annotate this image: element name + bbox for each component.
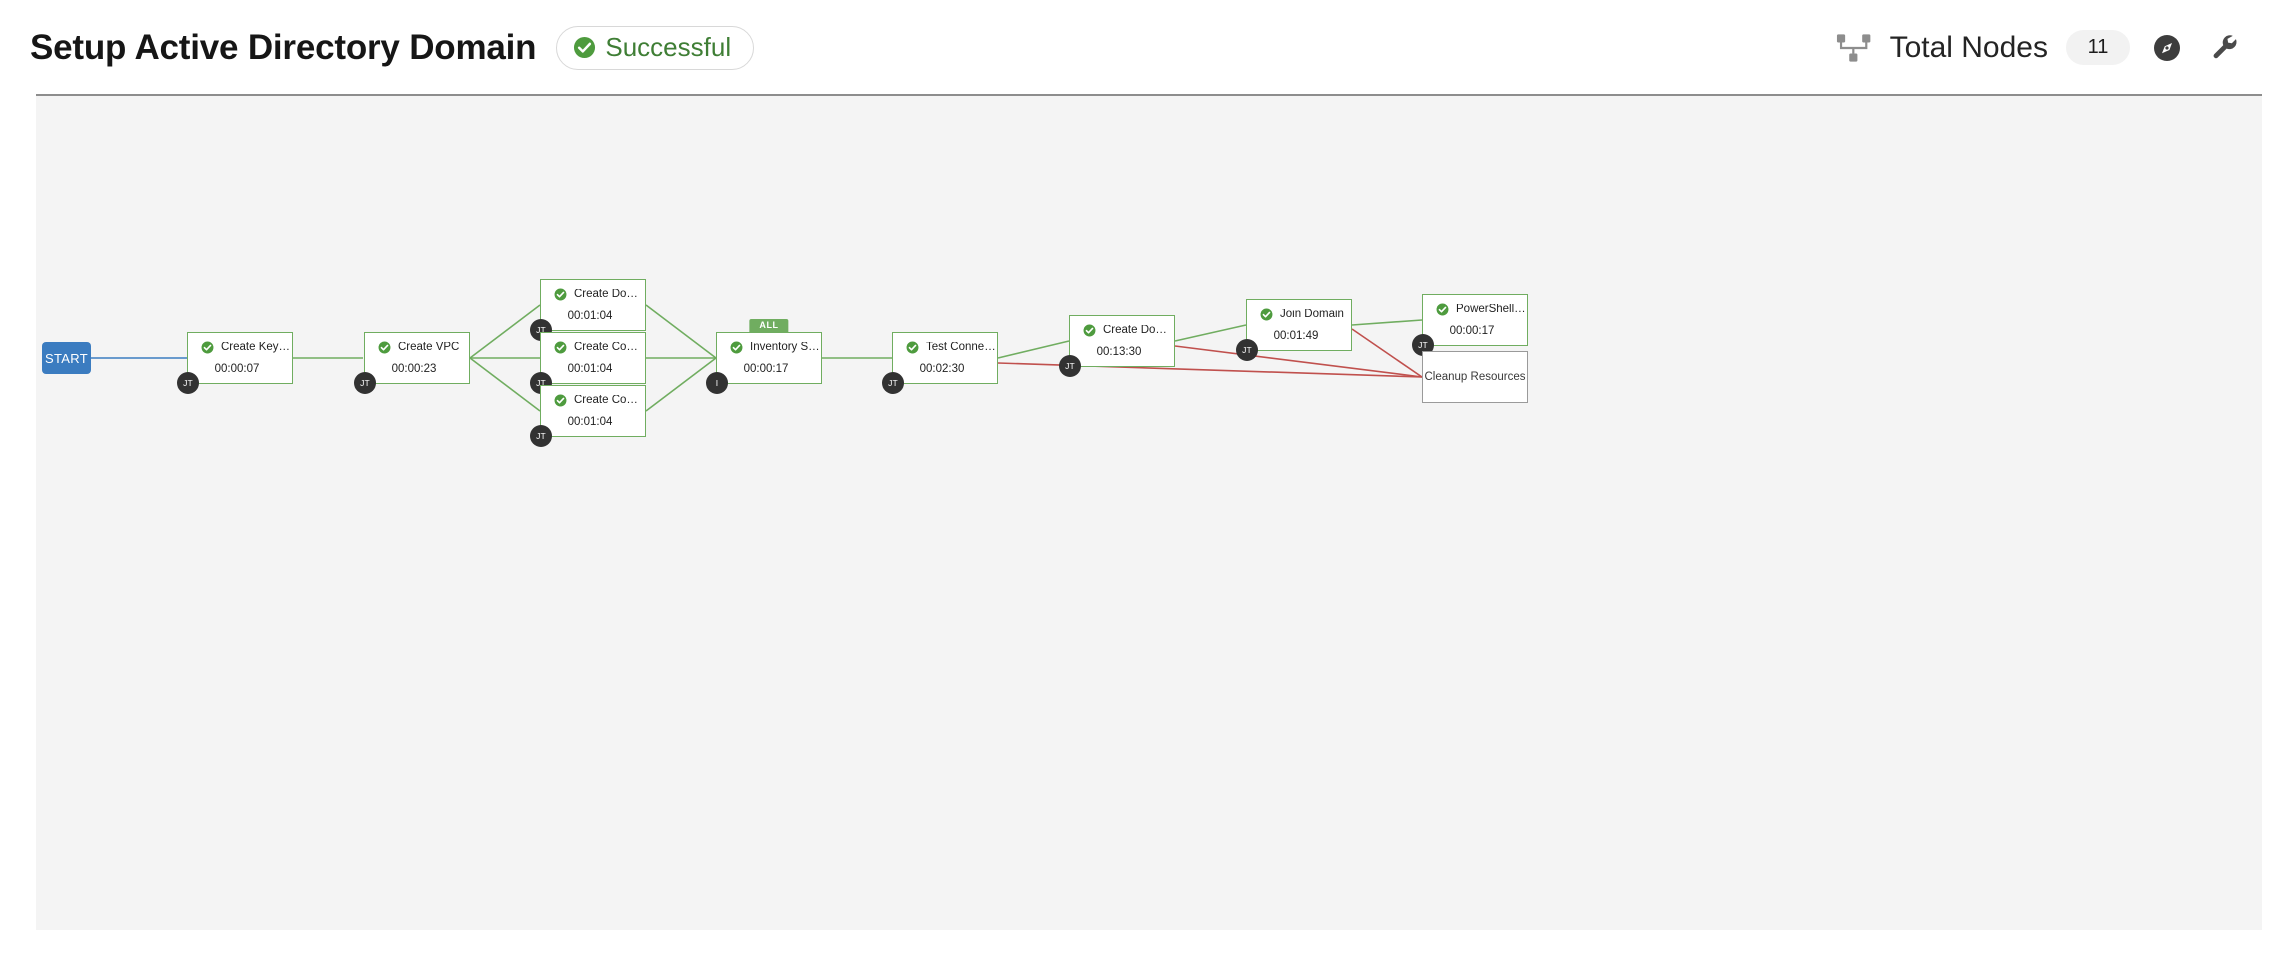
node-header: Create Keypair bbox=[188, 341, 292, 354]
node-header: Test Connectivity bbox=[893, 341, 997, 354]
check-circle-icon bbox=[906, 341, 919, 354]
node-title: Test Connectivity bbox=[926, 341, 997, 353]
node-title: Create Computer (1) bbox=[574, 341, 645, 353]
node-elapsed: 00:02:30 bbox=[919, 363, 965, 375]
wrench-icon bbox=[2213, 34, 2237, 58]
workflow-node-cleanup-resources[interactable]: Cleanup Resources bbox=[1422, 351, 1528, 403]
edge-join-domain-to-powershell-validation bbox=[1351, 319, 1423, 326]
workflow-node-create-vpc[interactable]: Create VPC 00:00:23 JT bbox=[354, 332, 470, 394]
workflow-canvas[interactable]: START Create Keypair 00:00:07 JT Create … bbox=[36, 96, 2262, 930]
check-circle-icon bbox=[730, 341, 743, 354]
compass-icon bbox=[2154, 34, 2180, 61]
node-avatar[interactable]: I bbox=[706, 372, 728, 394]
check-circle-icon bbox=[1083, 324, 1096, 337]
workflow-node-create-keypair[interactable]: Create Keypair 00:00:07 JT bbox=[177, 332, 293, 394]
node-header: Create Domain Contr... bbox=[541, 288, 645, 301]
node-elapsed: 00:00:07 bbox=[214, 363, 260, 375]
node-avatar[interactable]: JT bbox=[177, 372, 199, 394]
edge-create-domain-to-join-domain bbox=[1174, 324, 1247, 342]
edge-domain-controller-to-inventory-sync bbox=[645, 304, 717, 359]
node-avatar[interactable]: JT bbox=[1059, 355, 1081, 377]
node-title: PowerShell Validation bbox=[1456, 303, 1527, 315]
header-right-group: Total Nodes 11 bbox=[1836, 29, 2262, 67]
node-title: Create VPC bbox=[398, 341, 460, 353]
total-nodes-label: Total Nodes bbox=[1889, 30, 2048, 64]
node-avatar[interactable]: JT bbox=[882, 372, 904, 394]
header-left-group: Setup Active Directory Domain Successful bbox=[30, 25, 755, 70]
check-circle-icon bbox=[201, 341, 214, 354]
check-circle-icon bbox=[378, 341, 391, 354]
node-elapsed: 00:01:04 bbox=[567, 310, 613, 322]
node-header: Create Domain bbox=[1070, 324, 1174, 337]
node-elapsed: 00:00:23 bbox=[391, 363, 437, 375]
status-badge: Successful bbox=[556, 25, 755, 70]
node-header: Create Computer (1) bbox=[541, 341, 645, 354]
workflow-node-join-domain[interactable]: Join Domain 00:01:49 JT bbox=[1236, 299, 1352, 361]
node-avatar[interactable]: JT bbox=[530, 425, 552, 447]
node-avatar[interactable]: JT bbox=[354, 372, 376, 394]
node-scope-badge: ALL bbox=[749, 319, 789, 333]
workflow-edges bbox=[91, 304, 1423, 412]
node-header: Create VPC bbox=[365, 341, 469, 354]
node-avatar[interactable]: JT bbox=[1412, 334, 1434, 356]
check-circle-icon bbox=[1260, 308, 1273, 321]
check-circle-icon bbox=[554, 341, 567, 354]
node-tree-icon bbox=[1836, 33, 1870, 62]
settings-wrench-button[interactable] bbox=[2204, 29, 2242, 67]
workflow-node-inventory-sync[interactable]: ALL Inventory Sync 00:00:17 I bbox=[706, 319, 822, 394]
check-circle-icon bbox=[574, 36, 596, 59]
workflow-node-create-domain[interactable]: Create Domain 00:13:30 JT bbox=[1059, 315, 1175, 377]
node-elapsed: 00:13:30 bbox=[1096, 346, 1142, 358]
node-elapsed: 00:01:04 bbox=[567, 363, 613, 375]
edge-computer-2-to-inventory-sync bbox=[645, 357, 717, 412]
workflow-node-create-computer-1[interactable]: Create Computer (1) 00:01:04 JT bbox=[530, 332, 646, 394]
node-title: Inventory Sync bbox=[750, 341, 821, 353]
compass-button[interactable] bbox=[2148, 29, 2186, 67]
node-header: Inventory Sync bbox=[717, 341, 821, 354]
node-title: Create Domain Contr... bbox=[574, 288, 645, 300]
start-node[interactable]: START bbox=[42, 342, 91, 374]
status-badge-label: Successful bbox=[605, 32, 732, 62]
page-header: Setup Active Directory Domain Successful… bbox=[0, 0, 2290, 95]
node-elapsed: 00:01:49 bbox=[1273, 330, 1319, 342]
node-elapsed: 00:00:17 bbox=[1449, 325, 1495, 337]
header-divider bbox=[36, 94, 2262, 96]
workflow-node-test-connectivity[interactable]: Test Connectivity 00:02:30 JT bbox=[882, 332, 998, 394]
workflow-node-powershell-validation[interactable]: PowerShell Validation 00:00:17 JT bbox=[1412, 294, 1528, 356]
workflow-node-create-domain-controller[interactable]: Create Domain Contr... 00:01:04 JT bbox=[530, 279, 646, 341]
node-title: Create Keypair bbox=[221, 341, 292, 353]
check-circle-icon bbox=[554, 394, 567, 407]
page-title: Setup Active Directory Domain bbox=[30, 27, 537, 67]
check-circle-icon bbox=[1436, 303, 1449, 316]
total-nodes-count-badge: 11 bbox=[2066, 30, 2130, 65]
node-title: Create Domain bbox=[1103, 324, 1174, 336]
node-title: Create Computer (2) bbox=[574, 394, 645, 406]
node-title: Cleanup Resources bbox=[1424, 371, 1526, 383]
node-avatar[interactable]: JT bbox=[1236, 339, 1258, 361]
edge-test-connectivity-to-create-domain bbox=[997, 340, 1070, 359]
node-header: PowerShell Validation bbox=[1423, 303, 1527, 316]
workflow-node-create-computer-2[interactable]: Create Computer (2) 00:01:04 JT bbox=[530, 385, 646, 447]
node-header: Create Computer (2) bbox=[541, 394, 645, 407]
edge-vpc-to-domain-controller bbox=[469, 304, 541, 359]
node-elapsed: 00:00:17 bbox=[743, 363, 789, 375]
node-title: Join Domain bbox=[1280, 308, 1344, 320]
node-header: Join Domain bbox=[1247, 308, 1351, 321]
node-elapsed: 00:01:04 bbox=[567, 416, 613, 428]
edge-create-domain-to-cleanup bbox=[1174, 345, 1423, 378]
check-circle-icon bbox=[554, 288, 567, 301]
edge-vpc-to-computer-2 bbox=[469, 357, 541, 412]
edge-join-domain-to-cleanup bbox=[1351, 328, 1423, 378]
